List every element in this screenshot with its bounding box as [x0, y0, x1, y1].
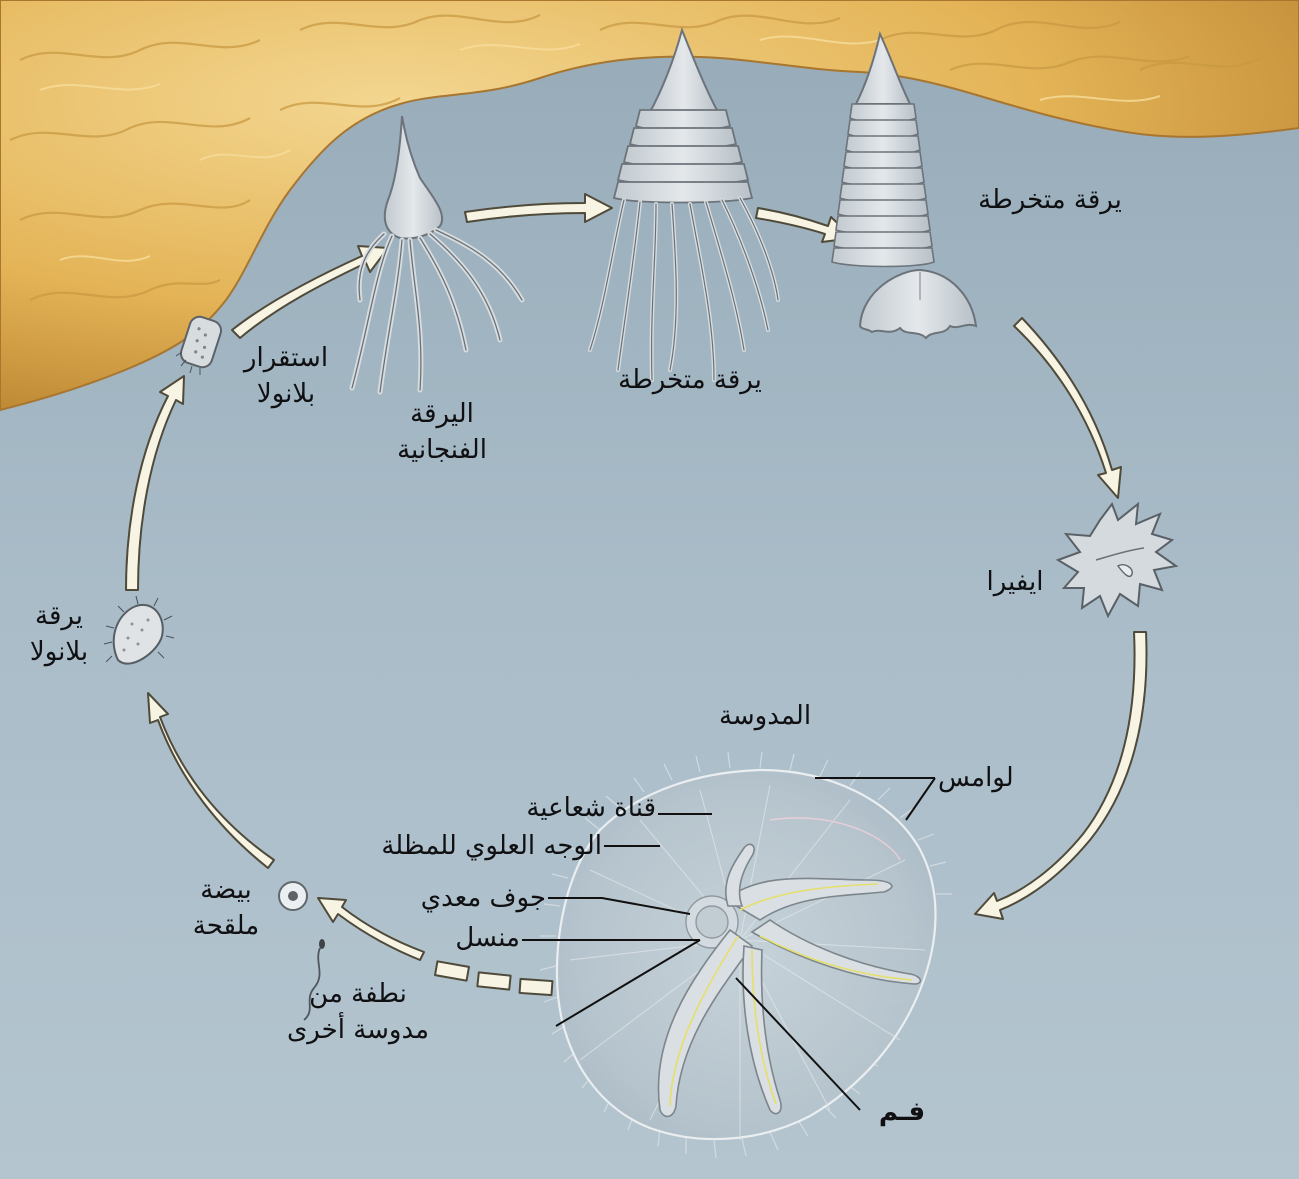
leader-tentacles-2	[905, 777, 936, 821]
arrow-strobila-to-ephyra	[1013, 317, 1122, 499]
strobila-middle-figure	[588, 26, 780, 382]
leader-lines	[522, 777, 936, 1111]
label-strobila-top: يرقة متخرطة	[978, 185, 1122, 215]
arrow-dash-head	[317, 897, 425, 961]
settling-planula-figure	[175, 315, 223, 375]
label-medusa: المدوسة	[718, 701, 812, 731]
label-strobila-middle: يرقة متخرطة	[618, 365, 762, 395]
arrow-ephyra-to-medusa	[974, 631, 1148, 920]
label-sperm: نطفة من مدوسة أخرى	[286, 979, 430, 1045]
label-scyphistoma: اليرقة الفنجانية	[397, 399, 487, 465]
fertilized-egg-figure	[278, 881, 308, 911]
sperm-figure	[303, 939, 325, 1021]
label-mouth: فـم	[878, 1097, 926, 1127]
label-ephyra: ايفيرا	[986, 567, 1044, 597]
label-fertilized-egg: بيضة ملقحة	[192, 875, 260, 941]
leader-mouth	[735, 977, 861, 1111]
scyphistoma-figure	[349, 115, 525, 395]
arrow-planula-to-settling	[125, 375, 185, 591]
leader-gastric	[548, 897, 691, 915]
ephyra-figure	[1055, 501, 1179, 619]
arrow-egg-to-planula	[147, 692, 275, 869]
medusa-figure	[539, 751, 952, 1159]
label-tentacles: لوامس	[938, 763, 1014, 793]
planula-larva-figure	[103, 595, 175, 665]
arrow-settling-to-scyphistoma	[231, 245, 389, 339]
label-planula-larva: يرقة بلانولا	[29, 601, 89, 667]
label-exumbrella: الوجه العلوي للمظلة	[381, 831, 602, 861]
label-gastric-cavity: جوف معدي	[420, 883, 546, 913]
arrow-dash	[476, 971, 512, 991]
label-radial-canal: قناة شعاعية	[526, 793, 656, 823]
label-gonad: منسل	[455, 923, 520, 953]
cycle-arrows	[125, 193, 1148, 997]
strobila-top-figure	[831, 30, 978, 340]
label-planula-settling: استقرار بلانولا	[243, 343, 329, 409]
arrow-scyphistoma-to-strobila	[464, 193, 613, 223]
arrow-dash	[518, 977, 554, 997]
leader-gonad-2	[555, 939, 701, 1027]
arrow-dash	[434, 960, 470, 982]
